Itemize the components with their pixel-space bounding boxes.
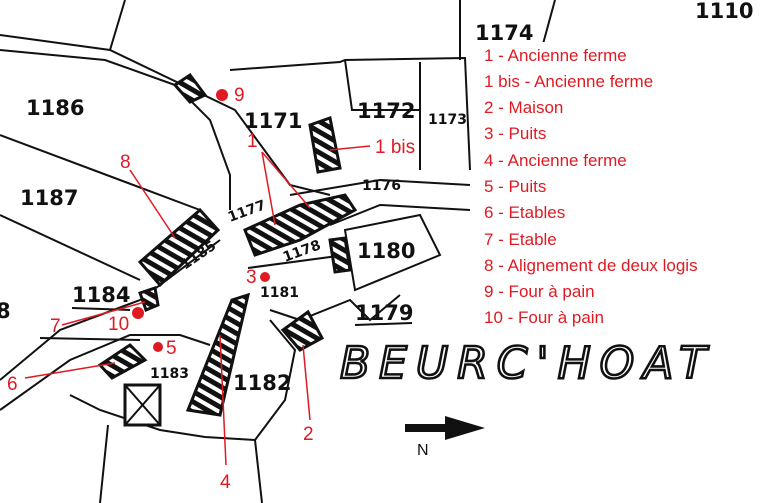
legend-item: 2 - Maison <box>484 98 563 117</box>
north-label: N <box>417 442 429 459</box>
dot-5 <box>153 342 163 352</box>
dot-10 <box>132 307 144 319</box>
parcel-1173: 1173 <box>428 112 467 128</box>
marker-7: 7 <box>50 316 61 337</box>
dot-3 <box>260 272 270 282</box>
parcel-1174: 1174 <box>475 21 533 45</box>
legend-item: 1 bis - Ancienne ferme <box>484 72 653 91</box>
marker-6: 6 <box>7 374 18 395</box>
parcel-1172: 1172 <box>357 99 415 123</box>
building-4 <box>185 292 251 417</box>
parcel-1182: 1182 <box>233 371 291 395</box>
legend-item: 8 - Alignement de deux logis <box>484 256 698 275</box>
dot-9 <box>216 89 228 101</box>
parcel-1184: 1184 <box>72 283 130 307</box>
parcel-1176: 1176 <box>362 178 401 194</box>
legend-item: 10 - Four à pain <box>484 308 604 327</box>
parcel-edge: 8 <box>0 299 11 323</box>
buildings <box>97 72 358 427</box>
marker-2: 2 <box>303 424 314 445</box>
marker-8: 8 <box>120 152 131 173</box>
legend-item: 3 - Puits <box>484 124 546 143</box>
legend-item: 7 - Etable <box>484 230 557 249</box>
parcel-1183: 1183 <box>150 366 189 382</box>
marker-10: 10 <box>108 314 129 335</box>
building-1180-annex <box>328 236 352 274</box>
parcel-1181: 1181 <box>260 285 299 301</box>
place-name: BEURC'HOAT <box>340 338 715 389</box>
building-1 <box>243 193 358 257</box>
marker-1: 1 <box>247 131 258 152</box>
legend-item: 1 - Ancienne ferme <box>484 46 627 65</box>
parcel-1110: 1110 <box>695 0 753 23</box>
building-8 <box>137 207 221 288</box>
north-arrow: N <box>405 416 485 459</box>
building-7 <box>138 286 160 312</box>
building-9 <box>172 72 208 104</box>
legend-item: 4 - Ancienne ferme <box>484 151 627 170</box>
marker-4: 4 <box>220 472 231 493</box>
marker-1bis: 1 bis <box>375 137 415 158</box>
legend-item: 5 - Puits <box>484 177 546 196</box>
marker-3: 3 <box>246 267 257 288</box>
building-1bis <box>308 116 342 174</box>
parcel-1187: 1187 <box>20 186 78 210</box>
annotations: 1 1 bis 2 3 4 5 6 7 8 9 10 <box>7 85 415 493</box>
parcel-1186: 1186 <box>26 96 84 120</box>
marker-9: 9 <box>234 85 245 106</box>
legend-item: 9 - Four à pain <box>484 282 595 301</box>
legend: 1 - Ancienne ferme 1 bis - Ancienne ferm… <box>476 42 768 332</box>
parcel-1179: 1179 <box>355 301 413 325</box>
parcel-numbers: 1110 1174 1171 1172 1173 1186 1187 1177 … <box>0 0 753 395</box>
building-2 <box>280 309 325 352</box>
marker-5: 5 <box>166 338 177 359</box>
legend-item: 6 - Etables <box>484 203 565 222</box>
parcel-1180: 1180 <box>357 239 415 263</box>
building-6 <box>97 343 148 380</box>
parcel-1171: 1171 <box>244 109 302 133</box>
